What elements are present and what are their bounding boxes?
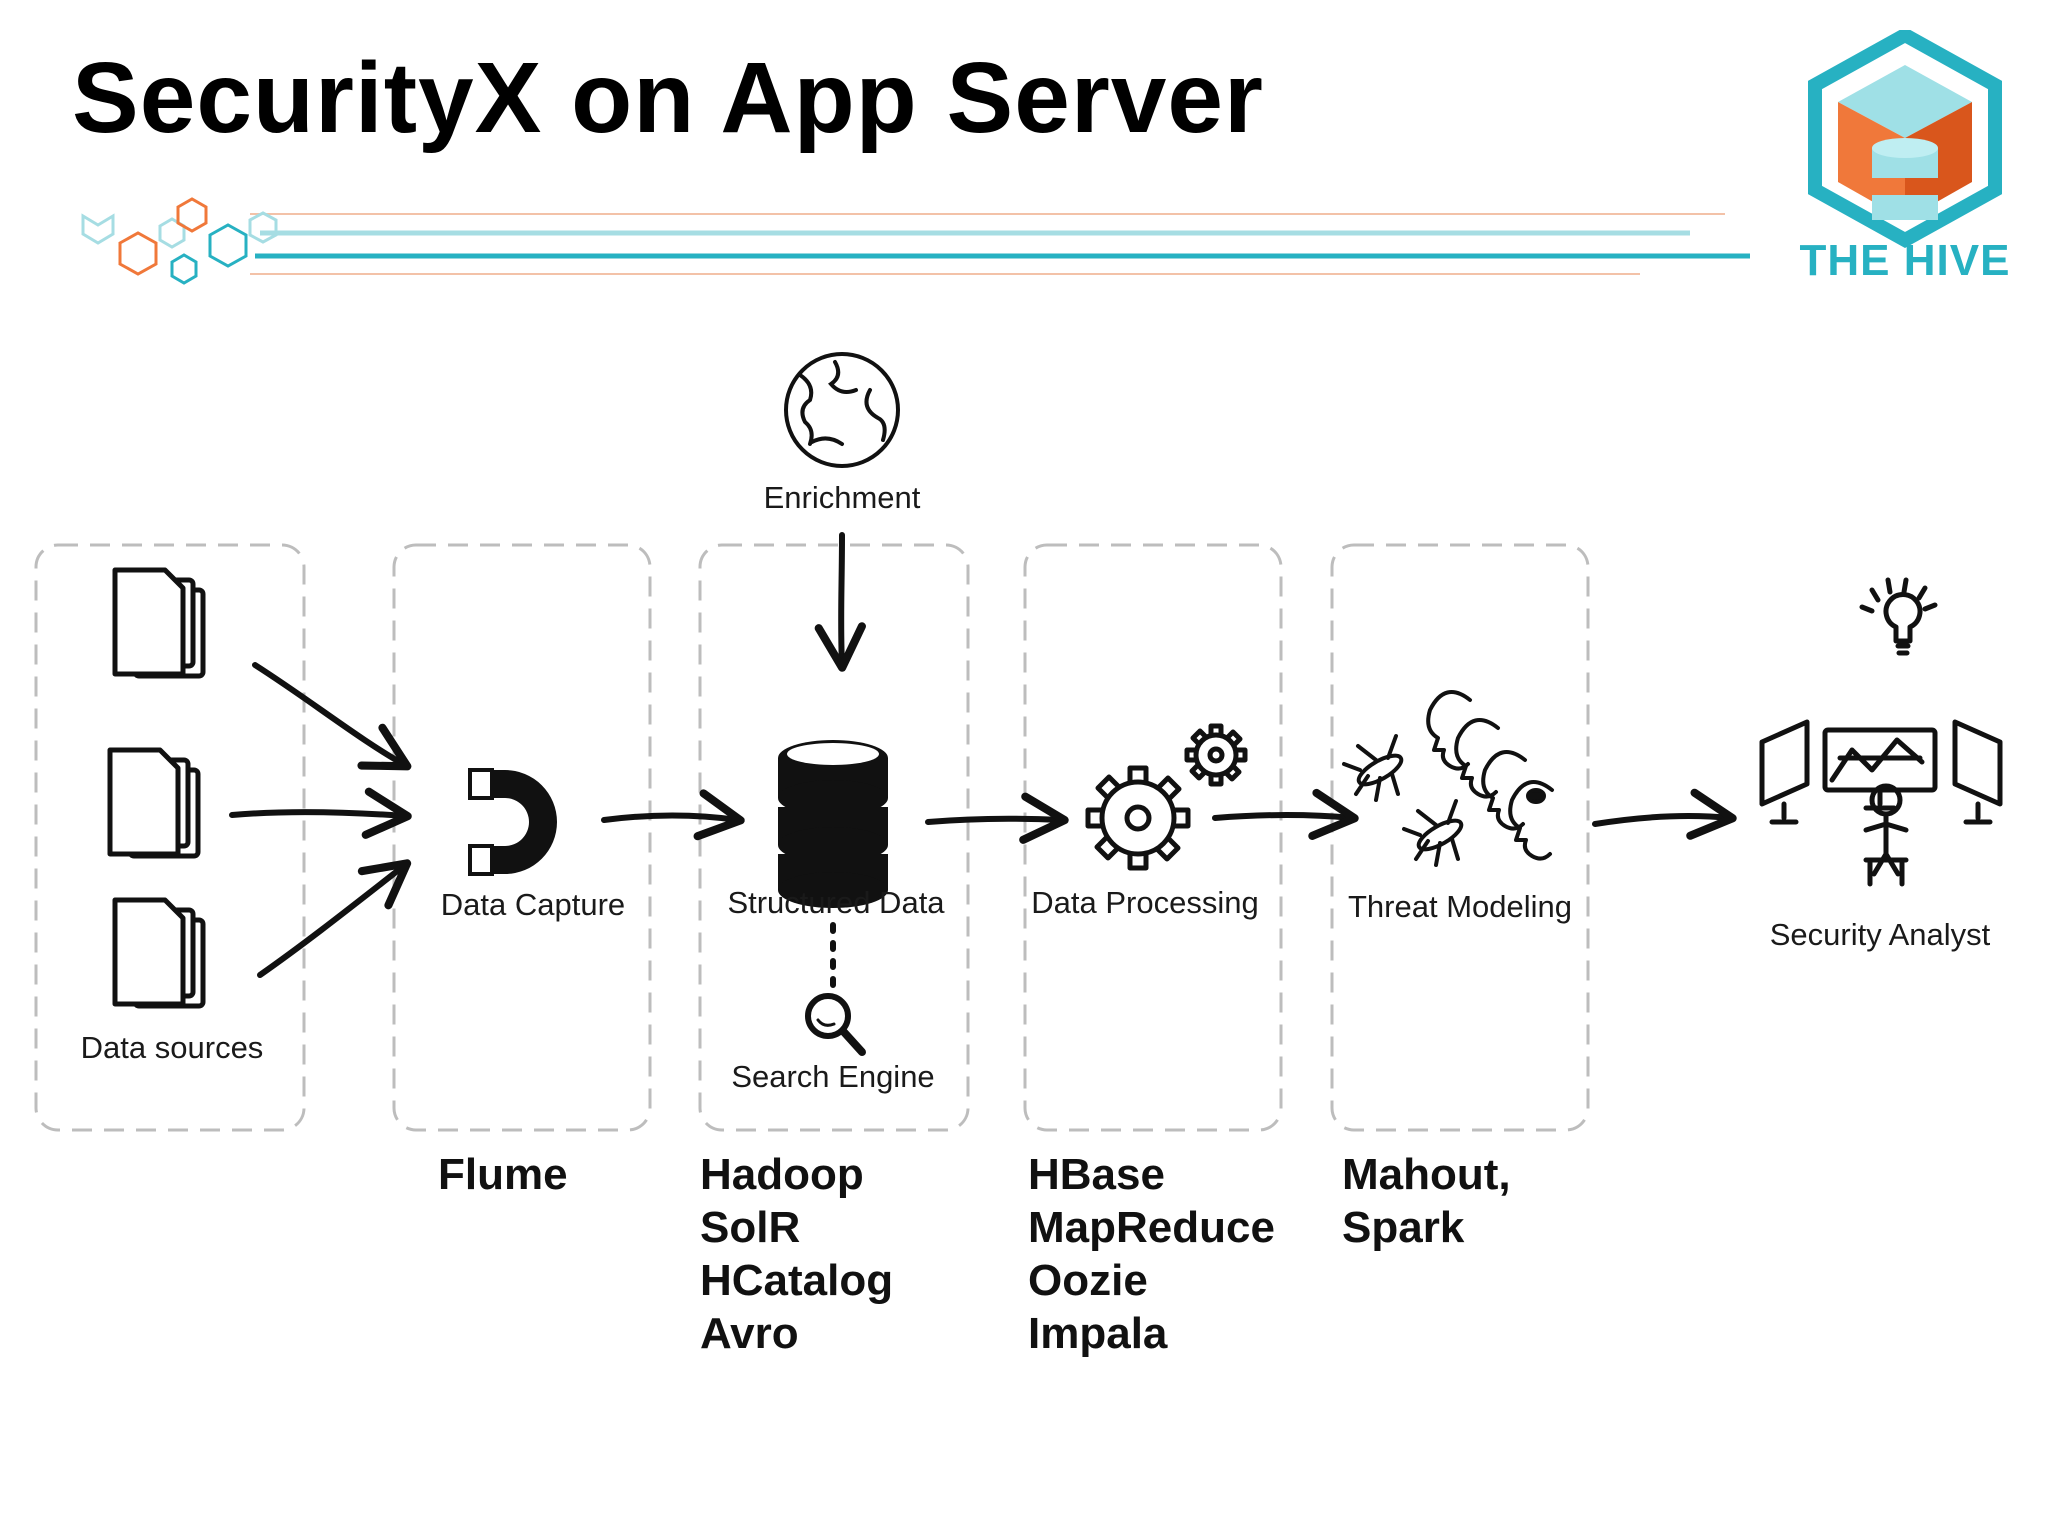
magnet-icon xyxy=(468,768,557,876)
security-analyst-label: Security Analyst xyxy=(1770,917,1991,952)
structured-data-label: Structured Data xyxy=(727,885,945,920)
database-icon xyxy=(778,740,888,908)
analyst-icon xyxy=(1759,577,2003,887)
hexagon-icon xyxy=(118,231,158,276)
tech-modeling-list: Mahout, Spark xyxy=(1342,1148,1511,1254)
threat-modeling-label: Threat Modeling xyxy=(1348,889,1572,924)
tech-item: Oozie xyxy=(1028,1256,1148,1305)
hexagon-icon xyxy=(248,211,278,244)
storage-to-processing-arrow xyxy=(925,792,1069,844)
hexagon-icon xyxy=(176,197,208,233)
tech-item: SolR xyxy=(700,1203,801,1252)
data-capture-label: Data Capture xyxy=(441,887,625,922)
tech-item: Avro xyxy=(700,1309,799,1358)
data-processing-label: Data Processing xyxy=(1031,885,1258,920)
capture-to-storage-arrow xyxy=(601,789,745,841)
tech-processing-list: HBase MapReduce Oozie Impala xyxy=(1028,1148,1275,1360)
hexagon-icon xyxy=(208,223,248,268)
tech-item: MapReduce xyxy=(1028,1203,1275,1252)
stage-box-capture xyxy=(392,543,652,1132)
tech-item: Impala xyxy=(1028,1309,1168,1358)
tech-item: Hadoop xyxy=(700,1150,864,1199)
source-arrow-top xyxy=(252,662,412,771)
tech-capture-list: Flume xyxy=(438,1148,568,1201)
page-title: SecurityX on App Server xyxy=(72,42,1264,154)
gears-icon xyxy=(1085,723,1248,871)
hexagon-icon xyxy=(158,217,186,249)
processing-to-modeling-arrow xyxy=(1212,788,1359,840)
tech-storage-list: Hadoop SolR HCatalog Avro xyxy=(700,1148,893,1360)
tech-item: HBase xyxy=(1028,1150,1165,1199)
modeling-to-analyst-arrow xyxy=(1592,788,1737,840)
logo-text: THE HIVE xyxy=(1799,236,2011,285)
hive-logo xyxy=(1808,30,2002,249)
stage-box-sources xyxy=(34,543,306,1132)
stage-box-modeling xyxy=(1330,543,1590,1132)
tech-item: Flume xyxy=(438,1150,568,1199)
search-engine-label: Search Engine xyxy=(731,1059,934,1094)
enrichment-arrow xyxy=(814,532,866,672)
data-sources-label: Data sources xyxy=(81,1030,264,1065)
magnifier-icon xyxy=(805,993,866,1056)
documents-icon xyxy=(107,567,206,1009)
hexagon-icon xyxy=(170,253,198,285)
pipeline-diagram: Enrichment Data sources Data Capture xyxy=(34,352,2003,1132)
stage-box-processing xyxy=(1023,543,1283,1132)
attackers-icon xyxy=(1342,690,1554,867)
header-decoration xyxy=(81,197,1750,285)
source-arrow-bottom xyxy=(257,859,412,978)
hexagon-icon xyxy=(81,213,115,245)
tech-item: Spark xyxy=(1342,1203,1465,1252)
tech-item: Mahout, xyxy=(1342,1150,1511,1199)
globe-icon xyxy=(784,352,900,468)
tech-item: HCatalog xyxy=(700,1256,894,1305)
source-arrow-middle xyxy=(229,787,412,839)
enrichment-label: Enrichment xyxy=(764,480,921,515)
